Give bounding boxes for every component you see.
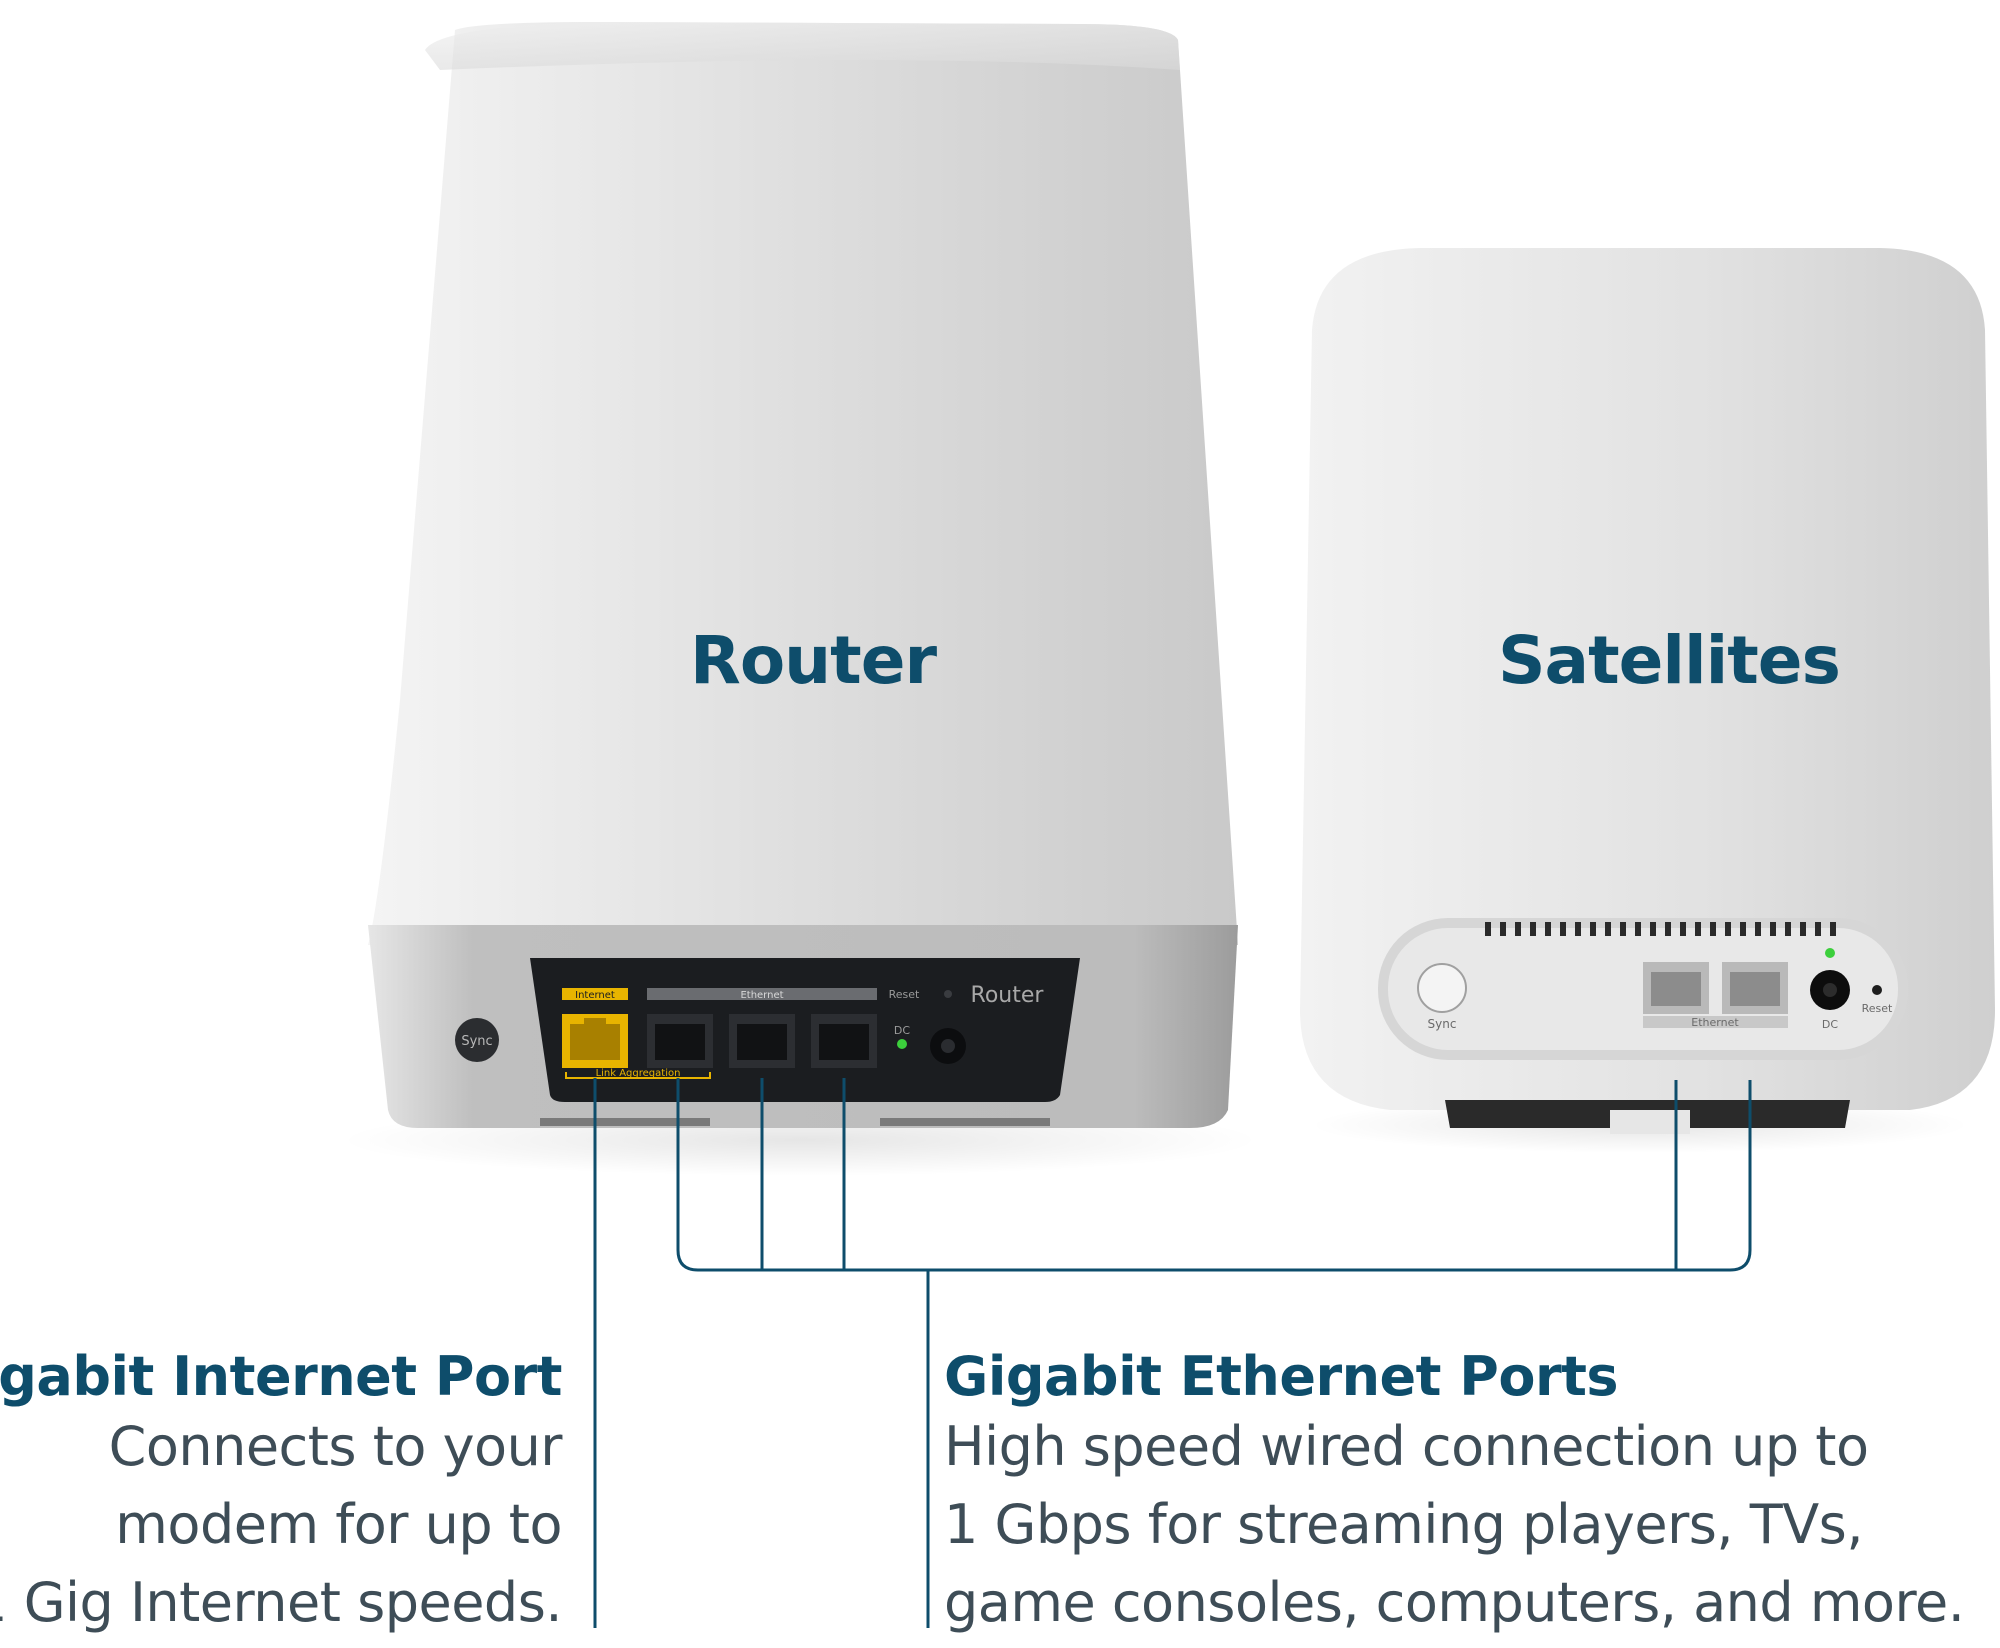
ethernet-ports-line-2: 1 Gbps for streaming players, TVs, xyxy=(944,1493,1863,1556)
satellite-sync-button xyxy=(1417,963,1467,1013)
router-body xyxy=(368,22,1238,945)
satellite-ethernet-label: Ethernet xyxy=(1691,1016,1739,1029)
router-reset-label: Reset xyxy=(889,988,920,1001)
router-sync-button xyxy=(455,1018,499,1062)
ethernet-ports-line-3: game consoles, computers, and more. xyxy=(944,1571,1965,1634)
satellite-vent xyxy=(1485,922,1836,936)
satellite-ethernet-port-2 xyxy=(1722,962,1788,1014)
router-ethernet-label: Ethernet xyxy=(740,990,783,1001)
router-link-aggregation-label: Link Aggregation xyxy=(596,1068,681,1079)
router-sync-label: Sync xyxy=(461,1034,492,1049)
internet-port-line-2: modem for up to xyxy=(115,1493,562,1556)
ethernet-ports-callout: Gigabit Ethernet Ports High speed wired … xyxy=(944,1345,1965,1642)
ethernet-ports-heading: Gigabit Ethernet Ports xyxy=(944,1345,1619,1408)
satellite-body xyxy=(1300,248,1995,1110)
router-device: Sync Internet Ethernet Reset Router xyxy=(368,22,1238,1128)
internet-port-callout: Gigabit Internet Port Connects to your m… xyxy=(0,1345,562,1642)
router-title: Router xyxy=(690,622,937,699)
satellite-status-led xyxy=(1825,948,1835,958)
router-internet-port xyxy=(562,1014,628,1068)
internet-port-heading: Gigabit Internet Port xyxy=(0,1345,562,1408)
internet-port-line-3: 1 Gig Internet speeds. xyxy=(0,1571,562,1634)
satellite-ethernet-port-1 xyxy=(1643,962,1709,1014)
satellite-reset-label: Reset xyxy=(1862,1002,1893,1015)
router-ethernet-port-2 xyxy=(729,1014,795,1068)
router-panel-brand: Router xyxy=(971,983,1045,1008)
satellite-dc-label: DC xyxy=(1822,1018,1838,1031)
router-ethernet-port-3 xyxy=(811,1014,877,1068)
callout-connectors xyxy=(593,1078,1752,1628)
satellite-device: Sync Ethernet DC Reset xyxy=(1300,248,1995,1134)
ethernet-ports-line-1: High speed wired connection up to xyxy=(944,1415,1869,1478)
router-power-led xyxy=(897,1039,907,1049)
satellite-sync-label: Sync xyxy=(1428,1017,1457,1031)
internet-port-line-1: Connects to your xyxy=(108,1415,563,1478)
router-ethernet-port-1 xyxy=(647,1014,713,1068)
satellites-title: Satellites xyxy=(1498,622,1841,699)
router-internet-label: Internet xyxy=(575,990,615,1001)
router-dc-label: DC xyxy=(894,1024,910,1037)
